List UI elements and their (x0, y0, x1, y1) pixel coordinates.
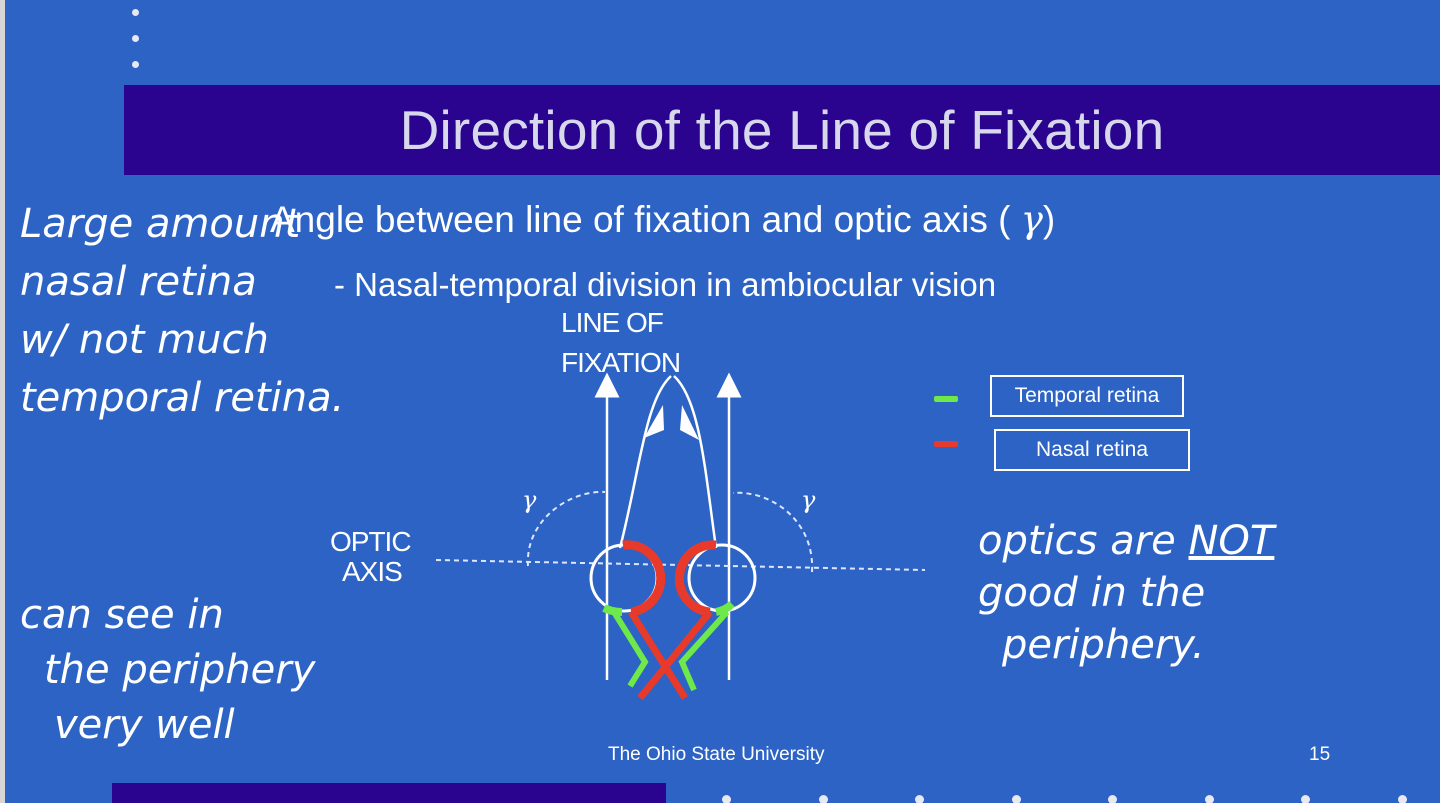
decor-dot (722, 795, 731, 803)
annotation-line: periphery. (1002, 622, 1205, 668)
wedge-left (644, 405, 664, 438)
bullet-sub: - Nasal-temporal division in ambiocular … (334, 266, 997, 303)
eyeball-right (687, 543, 757, 613)
annotation-line: very well (54, 702, 235, 748)
annotation-line: the periphery (44, 647, 316, 693)
annotation-line: Large amount (20, 201, 301, 247)
bullet-main-text: Angle between line of fixation and optic… (270, 199, 1021, 240)
bullet-main-close: ) (1042, 199, 1056, 240)
legend-nasal-retina: Nasal retina (994, 429, 1190, 471)
decor-dot (1012, 795, 1021, 803)
legend-swatch-temporal (934, 396, 958, 402)
gamma-label-right: γ (801, 486, 816, 514)
wedge-right (680, 405, 699, 440)
fixation-right-ray (673, 375, 718, 549)
nasal-fibers-left (628, 610, 688, 700)
line-of-fixation-label-1: LINE OF (561, 307, 664, 338)
fixation-left-ray (618, 375, 672, 549)
annotation-line: temporal retina. (20, 375, 345, 421)
nasal-retina-right (674, 540, 717, 617)
gamma-symbol: γ (1020, 198, 1043, 241)
gamma-arc-left (526, 490, 606, 567)
annotation-text: optics are (978, 518, 1189, 564)
annotation-left-bottom: can see in the periphery very well (20, 588, 315, 753)
annotation-line: optics are NOT (978, 515, 1274, 567)
bullet-main: Angle between line of fixation and optic… (270, 198, 1055, 241)
decor-dot (915, 795, 924, 803)
footer-university: The Ohio State University (608, 744, 825, 765)
decor-dot (1205, 795, 1214, 803)
page-number: 15 (1309, 744, 1331, 765)
decor-dot (1108, 795, 1117, 803)
optic-axis-label: OPTIC AXIS (330, 526, 412, 587)
decor-dot (132, 61, 139, 68)
optic-axis-label-2: AXIS (342, 556, 403, 587)
decor-dot (819, 795, 828, 803)
legend-temporal-retina: Temporal retina (990, 375, 1184, 417)
decor-dot (1301, 795, 1310, 803)
annotation-line: w/ not much (20, 317, 269, 363)
legend-swatch-nasal (934, 441, 958, 447)
line-of-fixation-label-2: FIXATION (561, 347, 681, 378)
temporal-retina-left (602, 604, 623, 616)
annotation-line: can see in (20, 592, 224, 638)
annotation-left-top: Large amount nasal retina w/ not much te… (20, 195, 344, 427)
slide-title: Direction of the Line of Fixation (399, 99, 1165, 161)
annotation-right: optics are NOT good in the periphery. (978, 515, 1274, 671)
decor-dot (132, 9, 139, 16)
slide-left-edge (0, 0, 5, 803)
line-of-fixation-label: LINE OF FIXATION (561, 307, 681, 378)
nasal-fibers-right (637, 609, 713, 701)
decor-dot (1398, 795, 1407, 803)
temporal-fibers-right (678, 609, 730, 692)
title-bar: Direction of the Line of Fixation (124, 85, 1440, 175)
annotation-line: nasal retina (20, 259, 257, 305)
temporal-fibers-left (611, 610, 649, 688)
gamma-label-left: γ (522, 486, 537, 514)
bottom-bar (112, 783, 666, 803)
annotation-line: good in the (978, 570, 1206, 616)
nasal-retina-left (622, 540, 666, 617)
decor-dot (132, 35, 139, 42)
annotation-emphasis: NOT (1188, 518, 1275, 564)
optic-axis-label-1: OPTIC (330, 526, 412, 557)
gamma-arc-right (732, 491, 814, 573)
temporal-retina-right (715, 601, 735, 616)
